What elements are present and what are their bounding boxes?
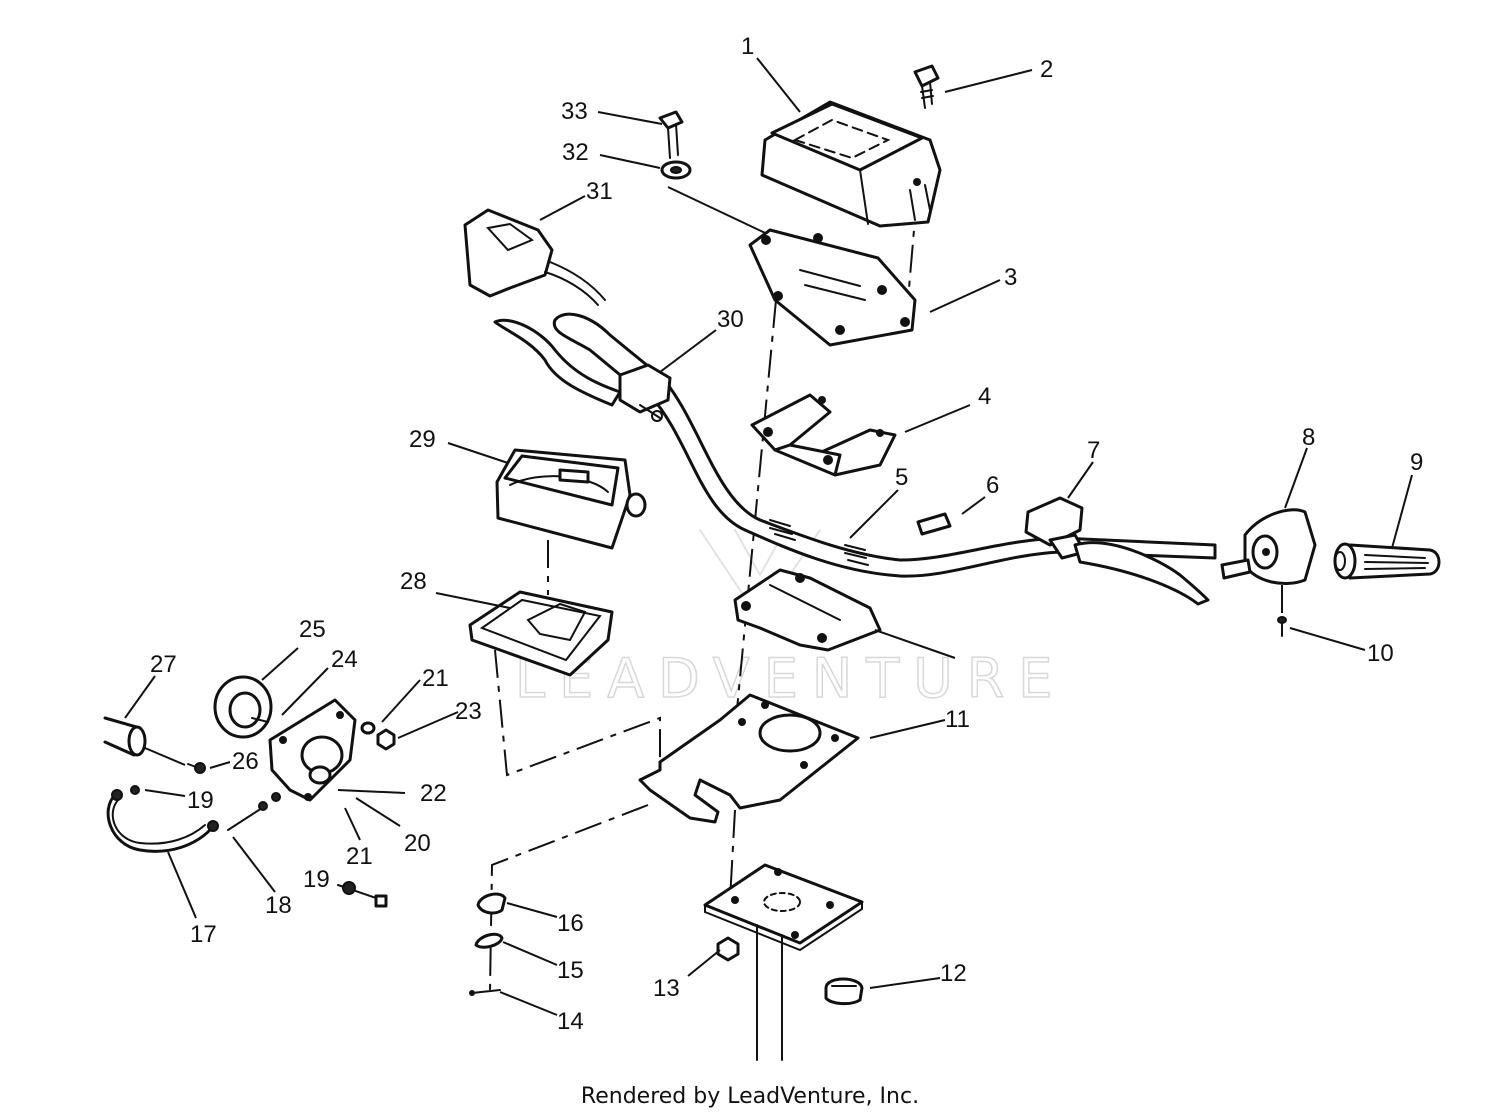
callout-3: 3 (1004, 264, 1017, 291)
callout-10: 10 (1367, 640, 1394, 667)
decal (916, 512, 952, 536)
pin-14 (469, 989, 501, 996)
handlebar-cover (760, 100, 942, 228)
callout-23: 23 (455, 698, 482, 725)
callout-28: 28 (400, 568, 427, 595)
callout-22: 22 (420, 780, 447, 807)
callout-5: 5 (895, 464, 908, 491)
callout-30: 30 (717, 306, 744, 333)
callout-25: 25 (299, 616, 326, 643)
drive-housing (268, 698, 357, 802)
screw-10 (1277, 616, 1287, 637)
drive-pieces (130, 785, 388, 908)
callout-21b: 21 (346, 843, 373, 870)
callout-11: 11 (945, 706, 970, 733)
callout-19b: 19 (303, 866, 330, 893)
callout-24: 24 (331, 646, 358, 673)
callout-32: 32 (562, 139, 589, 166)
fasteners-21-23 (360, 721, 396, 751)
hand-grip (1333, 542, 1441, 580)
callout-17: 17 (190, 921, 217, 948)
speedometer-cable (106, 789, 212, 853)
footer-credit: Rendered by LeadVenture, Inc. (580, 1084, 920, 1109)
callout-31: 31 (586, 178, 613, 205)
callout-13: 13 (653, 975, 680, 1002)
callout-12: 12 (940, 960, 967, 987)
switch-housing (463, 208, 622, 407)
bolt-33 (658, 110, 684, 159)
callout-29: 29 (409, 426, 436, 453)
callout-14: 14 (557, 1008, 584, 1035)
retainer-15 (474, 932, 504, 949)
washer-32 (660, 160, 692, 180)
callout-26: 26 (232, 748, 259, 775)
instrument-tray (468, 590, 614, 677)
mounting-bracket (638, 693, 860, 824)
bolt-2 (913, 64, 940, 109)
leader-lines (124, 57, 1413, 1016)
callout-1: 1 (741, 33, 754, 60)
callout-8: 8 (1302, 424, 1315, 451)
upper-clamp (750, 393, 897, 477)
callout-19a: 19 (187, 787, 214, 814)
throttle-assembly (1220, 508, 1317, 585)
lower-clamp (733, 568, 882, 652)
callout-4: 4 (978, 383, 991, 410)
watermark: LEADVENTURE (514, 529, 1066, 711)
callout-16: 16 (557, 910, 584, 937)
steering-post (703, 863, 864, 1061)
callout-9: 9 (1410, 449, 1423, 476)
callout-21a: 21 (422, 665, 449, 692)
nut-13 (716, 936, 740, 962)
callout-20: 20 (404, 830, 431, 857)
retainer-16 (476, 892, 507, 915)
callout-33: 33 (561, 98, 588, 125)
callout-15: 15 (557, 957, 584, 984)
tube-27 (103, 716, 186, 766)
callout-2: 2 (1040, 56, 1053, 83)
lever-clamp (618, 363, 672, 422)
screw-26 (187, 762, 206, 774)
callout-18: 18 (265, 892, 292, 919)
hose-clamp (824, 977, 864, 1006)
callout-numbers: 1 2 3 4 5 6 7 8 9 10 11 12 13 14 15 16 1… (150, 33, 1423, 1035)
brake-master-cylinder (1024, 496, 1210, 606)
handlebar-top-plate (748, 228, 917, 347)
callout-27: 27 (150, 651, 177, 678)
speedometer (495, 448, 647, 550)
watermark-text: LEADVENTURE (515, 647, 1066, 710)
seal-ring (213, 675, 273, 739)
callout-6: 6 (986, 472, 999, 499)
callout-7: 7 (1087, 437, 1100, 464)
